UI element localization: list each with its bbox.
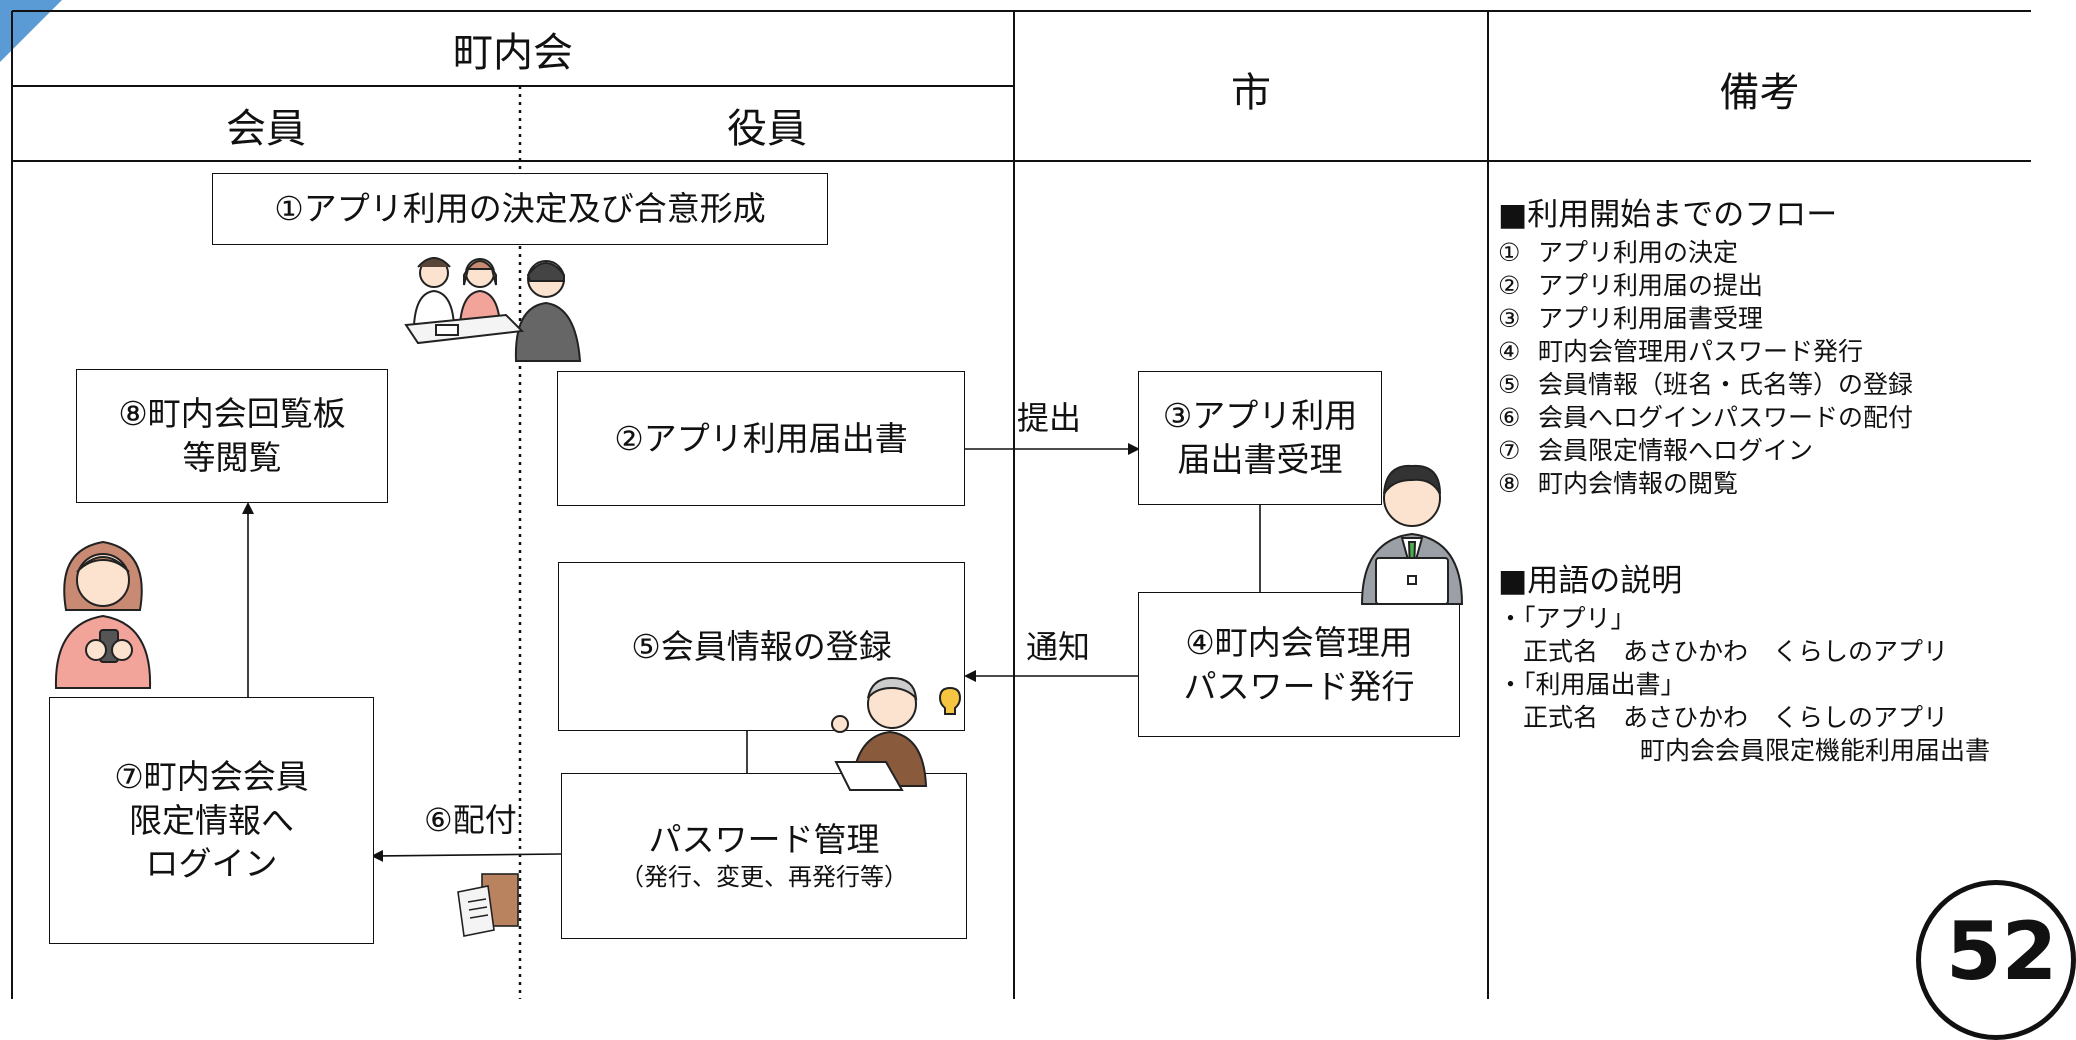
header-member: 会員 bbox=[226, 106, 306, 152]
meeting-people-icon bbox=[404, 257, 582, 362]
step5-box: ⑤会員情報の登録 bbox=[558, 562, 965, 731]
step8-box: ⑧町内会回覧板 等閲覧 bbox=[76, 369, 388, 503]
term2-body: 正式名 あさひかわ くらしのアプリ bbox=[1498, 703, 1949, 732]
flow-title: ■利用開始までのフロー bbox=[1498, 197, 1838, 233]
diagram-lines bbox=[0, 0, 2031, 999]
header-city: 市 bbox=[1231, 70, 1271, 116]
submit-label: 提出 bbox=[1017, 399, 1082, 437]
step2-box: ②アプリ利用届出書 bbox=[557, 371, 965, 506]
corner-decoration bbox=[0, 0, 62, 62]
distribute-label: ⑥配付 bbox=[424, 801, 517, 839]
step4-box: ④町内会管理用 パスワード発行 bbox=[1138, 592, 1460, 737]
term1-head: ・「アプリ」 bbox=[1498, 604, 1636, 633]
header-officer: 役員 bbox=[727, 106, 807, 152]
header-remarks: 備考 bbox=[1719, 70, 1800, 116]
woman-smartphone-icon bbox=[54, 540, 152, 689]
term2-continuation: 町内会会員限定機能利用届出書 bbox=[1640, 736, 1991, 765]
header-neighborhood: 町内会 bbox=[453, 30, 573, 76]
step6-box: パスワード管理 （発行、変更、再発行等） bbox=[561, 773, 967, 939]
page-number: 52 bbox=[1946, 905, 2058, 998]
step7-box: ⑦町内会会員 限定情報へ ログイン bbox=[49, 697, 374, 944]
businessman-laptop-icon bbox=[1360, 464, 1464, 605]
step6-subtitle: （発行、変更、再発行等） bbox=[620, 862, 908, 891]
page-number-badge bbox=[1916, 880, 2076, 1040]
notify-label: 通知 bbox=[1026, 628, 1091, 666]
terms-title: ■用語の説明 bbox=[1498, 563, 1683, 599]
step3-box: ③アプリ利用 届出書受理 bbox=[1138, 371, 1382, 505]
documents-package-icon bbox=[457, 873, 519, 937]
step6-title: パスワード管理 bbox=[648, 820, 880, 860]
elderly-man-laptop-icon bbox=[831, 676, 962, 791]
step1-box: ①アプリ利用の決定及び合意形成 bbox=[212, 173, 828, 245]
term1-body: 正式名 あさひかわ くらしのアプリ bbox=[1498, 637, 1949, 666]
term2-head: ・「利用届出書」 bbox=[1498, 670, 1686, 699]
